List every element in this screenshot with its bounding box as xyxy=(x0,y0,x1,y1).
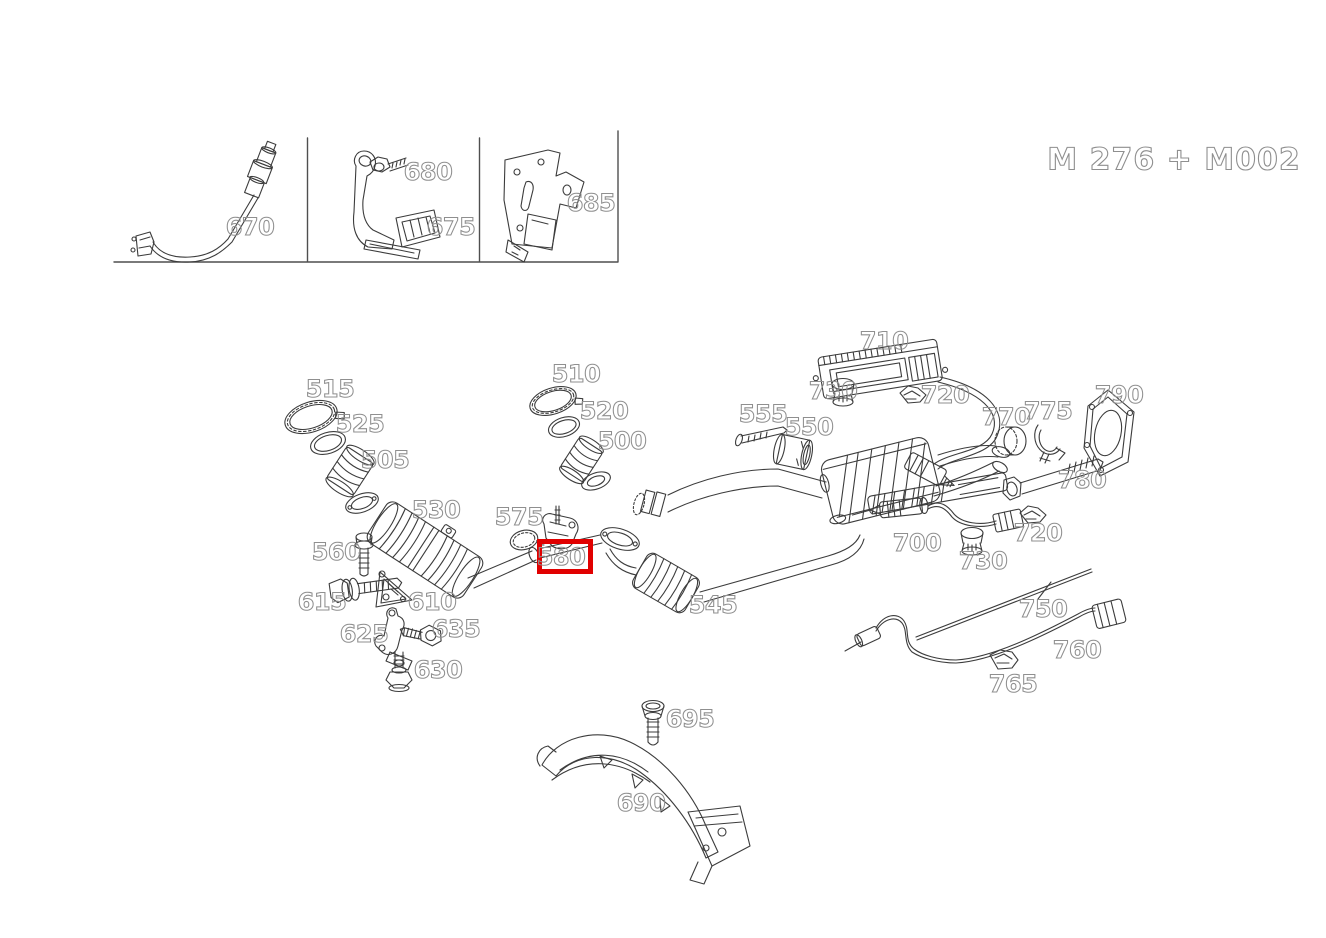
part-label-545[interactable]: 545 xyxy=(688,590,738,619)
part-label-790[interactable]: 790 xyxy=(1094,380,1144,409)
highlight-box-580[interactable] xyxy=(537,539,593,574)
gasket-525-drawing xyxy=(310,431,346,455)
upper-pipe-drawing xyxy=(632,468,827,518)
oxygen-sensor-700-drawing xyxy=(851,496,1024,533)
grommet-730-upper-drawing xyxy=(831,377,855,407)
part-label-505[interactable]: 505 xyxy=(360,445,410,474)
part-label-520[interactable]: 520 xyxy=(579,396,629,425)
control-unit-710-drawing xyxy=(812,338,1001,488)
part-label-555[interactable]: 555 xyxy=(738,399,788,428)
part-label-775[interactable]: 775 xyxy=(1023,396,1073,425)
part-label-550[interactable]: 550 xyxy=(784,412,834,441)
oxygen-sensor-670-drawing xyxy=(130,140,277,263)
muffler-drawing xyxy=(819,437,1011,525)
part-label-770[interactable]: 770 xyxy=(981,402,1031,431)
bracket-610-drawing xyxy=(375,570,413,608)
part-label-515[interactable]: 515 xyxy=(305,374,355,403)
part-label-635[interactable]: 635 xyxy=(431,614,481,643)
inset-frame xyxy=(113,130,619,263)
part-label-700[interactable]: 700 xyxy=(892,528,942,557)
part-label-760[interactable]: 760 xyxy=(1052,635,1102,664)
part-label-695[interactable]: 695 xyxy=(665,704,715,733)
gasket-520-drawing xyxy=(547,416,581,438)
part-label-610[interactable]: 610 xyxy=(407,587,457,616)
rod-750-drawing xyxy=(915,568,1093,641)
part-label-680[interactable]: 680 xyxy=(403,157,453,186)
clamp-510-drawing xyxy=(529,386,584,416)
part-label-510[interactable]: 510 xyxy=(551,359,601,388)
clip-765-drawing xyxy=(989,649,1019,670)
catalytic-converter-545-drawing xyxy=(600,527,865,614)
bracket-685-drawing xyxy=(503,149,585,263)
part-label-530[interactable]: 530 xyxy=(411,495,461,524)
ring-770-drawing xyxy=(994,426,1027,456)
part-label-500[interactable]: 500 xyxy=(597,426,647,455)
part-label-670[interactable]: 670 xyxy=(225,212,275,241)
part-label-525[interactable]: 525 xyxy=(335,409,385,438)
part-label-625[interactable]: 625 xyxy=(339,619,389,648)
clip-720-lower-drawing xyxy=(1019,505,1047,524)
part-label-730-upper[interactable]: 730 xyxy=(808,376,858,405)
connector-505-drawing xyxy=(325,444,379,514)
stud-555-drawing xyxy=(734,426,788,447)
stud-630-drawing xyxy=(385,651,413,693)
part-label-780[interactable]: 780 xyxy=(1057,465,1107,494)
bracket-675-drawing xyxy=(352,150,441,260)
part-label-690[interactable]: 690 xyxy=(616,788,666,817)
part-label-615[interactable]: 615 xyxy=(297,587,347,616)
clamp-515-drawing xyxy=(284,399,345,435)
part-label-730-lower[interactable]: 730 xyxy=(958,546,1008,575)
connector-500-drawing xyxy=(559,435,611,491)
clamp-775-drawing xyxy=(1034,424,1066,464)
part-label-560[interactable]: 560 xyxy=(311,537,361,566)
bolt-780-drawing xyxy=(1002,455,1104,501)
clip-720-upper-drawing xyxy=(899,385,927,404)
part-label-765[interactable]: 765 xyxy=(988,669,1038,698)
part-label-710[interactable]: 710 xyxy=(859,326,909,355)
engine-code-label: M 276 + M002 xyxy=(1047,142,1301,178)
bolt-695-drawing xyxy=(641,699,665,746)
hanger-580-drawing xyxy=(542,505,579,550)
grommet-730-lower-drawing xyxy=(960,526,984,556)
spacer-550-drawing xyxy=(772,433,814,471)
part-label-720-lower[interactable]: 720 xyxy=(1013,518,1063,547)
heat-shield-690-drawing xyxy=(536,734,751,885)
part-label-685[interactable]: 685 xyxy=(566,188,616,217)
part-label-575[interactable]: 575 xyxy=(494,502,544,531)
bolt-560-drawing xyxy=(354,532,374,577)
part-label-675[interactable]: 675 xyxy=(426,212,476,241)
bolt-680-drawing xyxy=(369,156,409,173)
part-label-580[interactable]: 580 xyxy=(536,542,586,571)
part-label-720-upper[interactable]: 720 xyxy=(920,380,970,409)
part-label-630[interactable]: 630 xyxy=(413,655,463,684)
part-label-750[interactable]: 750 xyxy=(1018,594,1068,623)
bolt-635-drawing xyxy=(399,624,442,647)
temp-sensor-line-760-drawing xyxy=(844,598,1127,664)
